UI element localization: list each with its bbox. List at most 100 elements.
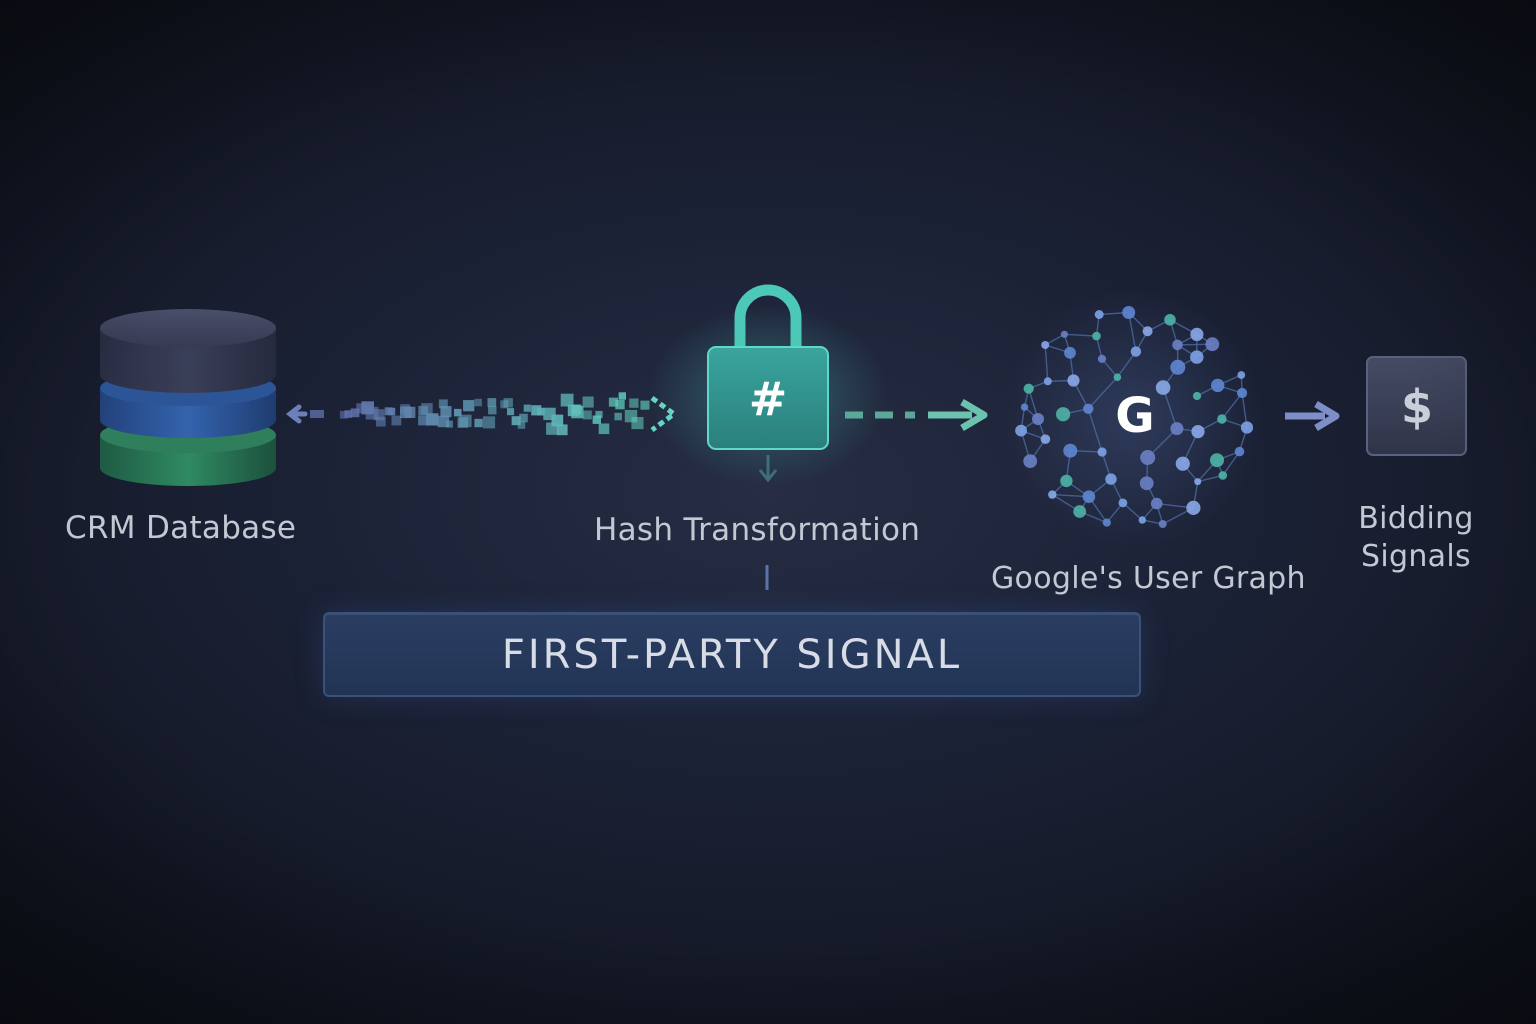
data-pixel: [560, 393, 574, 407]
graph-node: [1048, 490, 1057, 499]
data-pixel: [391, 415, 402, 426]
graph-node: [1056, 407, 1071, 422]
graph-node: [1020, 403, 1029, 411]
graph-node: [1073, 505, 1087, 518]
graph-node: [1040, 434, 1051, 445]
graph-node: [1234, 446, 1245, 457]
graph-node: [1138, 516, 1147, 524]
data-pixel: [440, 406, 452, 418]
data-pixel: [592, 415, 601, 424]
graph-node: [1023, 383, 1034, 394]
data-pixel: [598, 423, 610, 435]
graph-node: [1172, 339, 1183, 351]
data-pixel: [629, 398, 639, 408]
graph-node: [1092, 331, 1101, 341]
arrow-icon: [285, 404, 324, 424]
graph-node: [1041, 341, 1050, 349]
dollar-glyph: $: [1400, 380, 1433, 434]
data-pixel: [503, 398, 513, 408]
graph-node: [1210, 453, 1224, 468]
data-pixel: [640, 400, 650, 410]
data-stream: [339, 392, 679, 436]
data-pixel: [519, 413, 528, 423]
data-pixel: [582, 396, 594, 408]
data-pixel: [463, 400, 475, 412]
graph-node: [1240, 421, 1254, 434]
graph-node: [1150, 497, 1163, 510]
graph-node: [1060, 330, 1068, 338]
graph-node: [1217, 414, 1227, 424]
graph-node: [1139, 476, 1154, 491]
user-graph-label: Google's User Graph: [991, 561, 1306, 596]
graph-node: [1170, 359, 1186, 375]
hash-glyph: #: [748, 372, 788, 426]
graph-node: [1082, 490, 1096, 504]
graph-node: [1158, 520, 1167, 528]
graph-node: [1032, 413, 1044, 425]
graph-node: [1102, 518, 1111, 527]
data-pixel: [488, 406, 497, 415]
data-pixel: [474, 418, 483, 428]
graph-node: [1118, 498, 1128, 508]
graph-node: [1237, 387, 1248, 399]
crm-database-label: CRM Database: [65, 510, 297, 546]
data-pixel: [614, 412, 622, 421]
graph-node: [1211, 378, 1225, 393]
data-pixel: [404, 406, 416, 418]
first-party-signal-banner: FIRST-PARTY SIGNAL: [323, 612, 1141, 697]
data-pixel: [523, 404, 531, 412]
data-pixel: [507, 408, 515, 416]
data-pixel: [615, 399, 625, 410]
graph-node: [1015, 424, 1027, 437]
data-pixel: [426, 413, 439, 426]
graph-node: [1175, 456, 1190, 471]
data-pixel: [517, 421, 526, 429]
graph-node: [1237, 371, 1246, 379]
graph-node: [1060, 474, 1073, 488]
graph-node: [1097, 354, 1107, 363]
graph-node: [1130, 346, 1142, 357]
graph-node: [1190, 327, 1204, 341]
graph-node: [1094, 310, 1104, 319]
data-pixel: [631, 417, 644, 430]
hash-transformation-label: Hash Transformation: [594, 512, 921, 548]
graph-node: [1192, 391, 1202, 401]
graph-node: [1064, 346, 1076, 359]
data-pixel: [387, 407, 396, 416]
graph-node: [1186, 500, 1201, 515]
graph-node: [1170, 422, 1184, 436]
graph-node: [1194, 478, 1202, 486]
graph-node: [1067, 374, 1080, 387]
graph-node: [1218, 471, 1228, 480]
graph-node: [1043, 377, 1052, 386]
graph-node: [1191, 425, 1205, 439]
data-pixel: [459, 414, 472, 428]
graph-node: [1097, 447, 1107, 457]
graph-node: [1122, 306, 1136, 319]
database-icon: [100, 309, 276, 486]
data-pixel: [556, 424, 568, 436]
graph-node: [1113, 373, 1122, 382]
data-pixel: [618, 392, 626, 400]
graph-node: [1023, 454, 1038, 468]
data-pixel: [421, 403, 433, 415]
graph-node: [1063, 443, 1078, 458]
graph-node: [1190, 350, 1204, 364]
first-party-signal-text: FIRST-PARTY SIGNAL: [501, 631, 963, 678]
data-pixel: [487, 398, 497, 407]
data-pixel: [483, 416, 496, 429]
data-pixel: [582, 410, 592, 420]
arrow-icon: [1285, 400, 1340, 432]
graph-node: [1142, 326, 1153, 337]
graph-node: [1164, 314, 1176, 326]
graph-node: [1205, 337, 1220, 352]
google-glyph: G: [1115, 388, 1155, 444]
graph-node: [1105, 473, 1117, 485]
data-pixel: [474, 398, 482, 407]
graph-node: [1140, 450, 1156, 465]
bidding-signals-label: Bidding Signals: [1358, 501, 1474, 574]
data-pixel: [445, 420, 453, 428]
data-pixel: [376, 416, 386, 427]
graph-node: [1083, 403, 1094, 414]
